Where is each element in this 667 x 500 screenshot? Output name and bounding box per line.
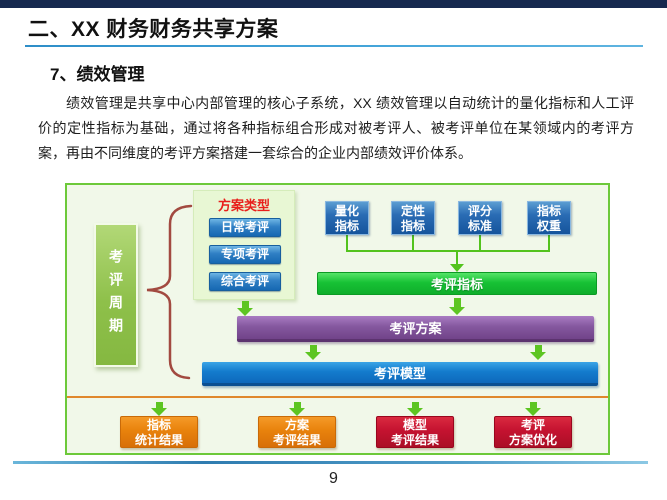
result-label: 统计结果 xyxy=(134,433,183,447)
arrow-plan-to-model-right xyxy=(530,345,546,360)
indicator-label: 标准 xyxy=(467,219,492,233)
indicator-label: 指标 xyxy=(400,219,425,233)
section-heading: 7、绩效管理 xyxy=(50,65,145,84)
arrow-to-result-2 xyxy=(289,402,305,416)
indicator-label: 量化 xyxy=(334,204,359,218)
arrow-to-result-1 xyxy=(151,402,167,416)
result-plan-optimization: 考评 方案优化 xyxy=(494,416,572,448)
result-model-evaluation: 模型 考评结果 xyxy=(376,416,454,448)
result-label: 模型 xyxy=(402,418,427,432)
result-indicator-stats: 指标 统计结果 xyxy=(120,416,198,448)
arrow-to-result-3 xyxy=(407,402,423,416)
indicator-label: 指标 xyxy=(536,204,561,218)
indicator-quantitative: 量化 指标 xyxy=(325,201,369,235)
plan-type-panel: 方案类型 日常考评 专项考评 综合考评 xyxy=(193,190,295,300)
arrow-indicatorbar-to-plan xyxy=(449,298,465,315)
indicator-label: 定性 xyxy=(400,204,425,218)
result-label: 考评结果 xyxy=(390,433,439,447)
indicator-label: 指标 xyxy=(334,219,359,233)
result-label: 方案 xyxy=(284,418,309,432)
top-accent-bar xyxy=(0,0,667,8)
indicator-label: 评分 xyxy=(467,204,492,218)
cycle-box: 考评周期 xyxy=(94,223,138,367)
plan-type-item-comprehensive: 综合考评 xyxy=(209,272,281,291)
indicator-weight: 指标 权重 xyxy=(527,201,571,235)
title-underline xyxy=(25,45,643,47)
indicator-qualitative: 定性 指标 xyxy=(391,201,435,235)
indicator-label: 权重 xyxy=(536,219,561,233)
model-bar: 考评模型 xyxy=(202,362,598,386)
indicator-scoring-standard: 评分 标准 xyxy=(458,201,502,235)
result-label: 考评结果 xyxy=(272,433,321,447)
arrow-plantype-to-plan xyxy=(237,301,253,316)
results-divider xyxy=(67,396,608,398)
plan-type-item-daily: 日常考评 xyxy=(209,218,281,237)
page-number: 9 xyxy=(329,470,338,487)
result-label: 方案优化 xyxy=(508,433,557,447)
plan-bar: 考评方案 xyxy=(237,316,594,342)
indicator-bar: 考评指标 xyxy=(317,272,597,295)
plan-type-title: 方案类型 xyxy=(217,198,270,213)
performance-diagram: 考评周期 方案类型 日常考评 专项考评 综合考评 量化 指标 定性 指标 评分 … xyxy=(65,183,610,455)
footer-rule xyxy=(13,461,648,464)
plan-type-item-special: 专项考评 xyxy=(209,245,281,264)
result-label: 考评 xyxy=(520,418,545,432)
slide-title: 二、XX 财务财务共享方案 xyxy=(28,18,279,41)
curly-brace xyxy=(146,204,193,380)
arrow-to-result-4 xyxy=(525,402,541,416)
arrow-plan-to-model-left xyxy=(305,345,321,360)
result-label: 指标 xyxy=(146,418,171,432)
result-plan-evaluation: 方案 考评结果 xyxy=(258,416,336,448)
body-paragraph: 绩效管理是共享中心内部管理的核心子系统，XX 绩效管理以自动统计的量化指标和人工… xyxy=(38,95,634,161)
